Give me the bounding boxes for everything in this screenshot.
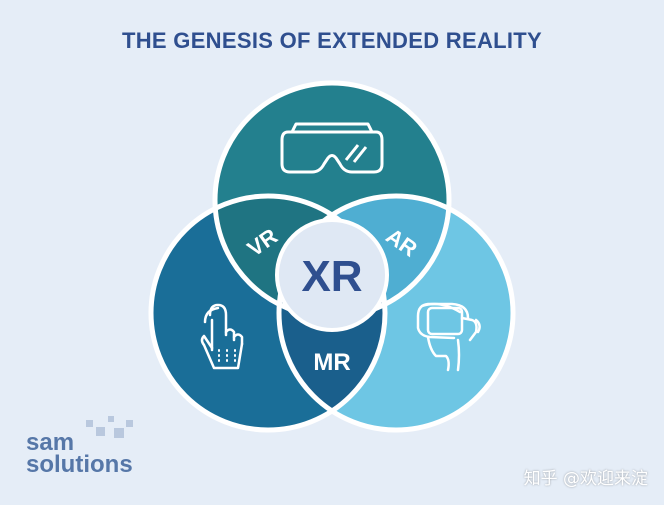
sam-solutions-logo: sam solutions: [26, 416, 133, 478]
vr-headset-icon: [280, 122, 384, 174]
logo-line-1: sam: [26, 429, 75, 456]
mr-label: MR: [313, 349, 350, 376]
ar-headset-user-icon: [416, 302, 481, 372]
xr-label: XR: [301, 252, 362, 301]
xr-center: [275, 218, 389, 332]
logo-line-2: solutions: [26, 451, 133, 478]
watermark: 知乎 @欢迎来淀: [523, 469, 648, 489]
diagram-title: THE GENESIS OF EXTENDED REALITY: [121, 28, 543, 53]
hand-touch-icon: [200, 303, 244, 370]
